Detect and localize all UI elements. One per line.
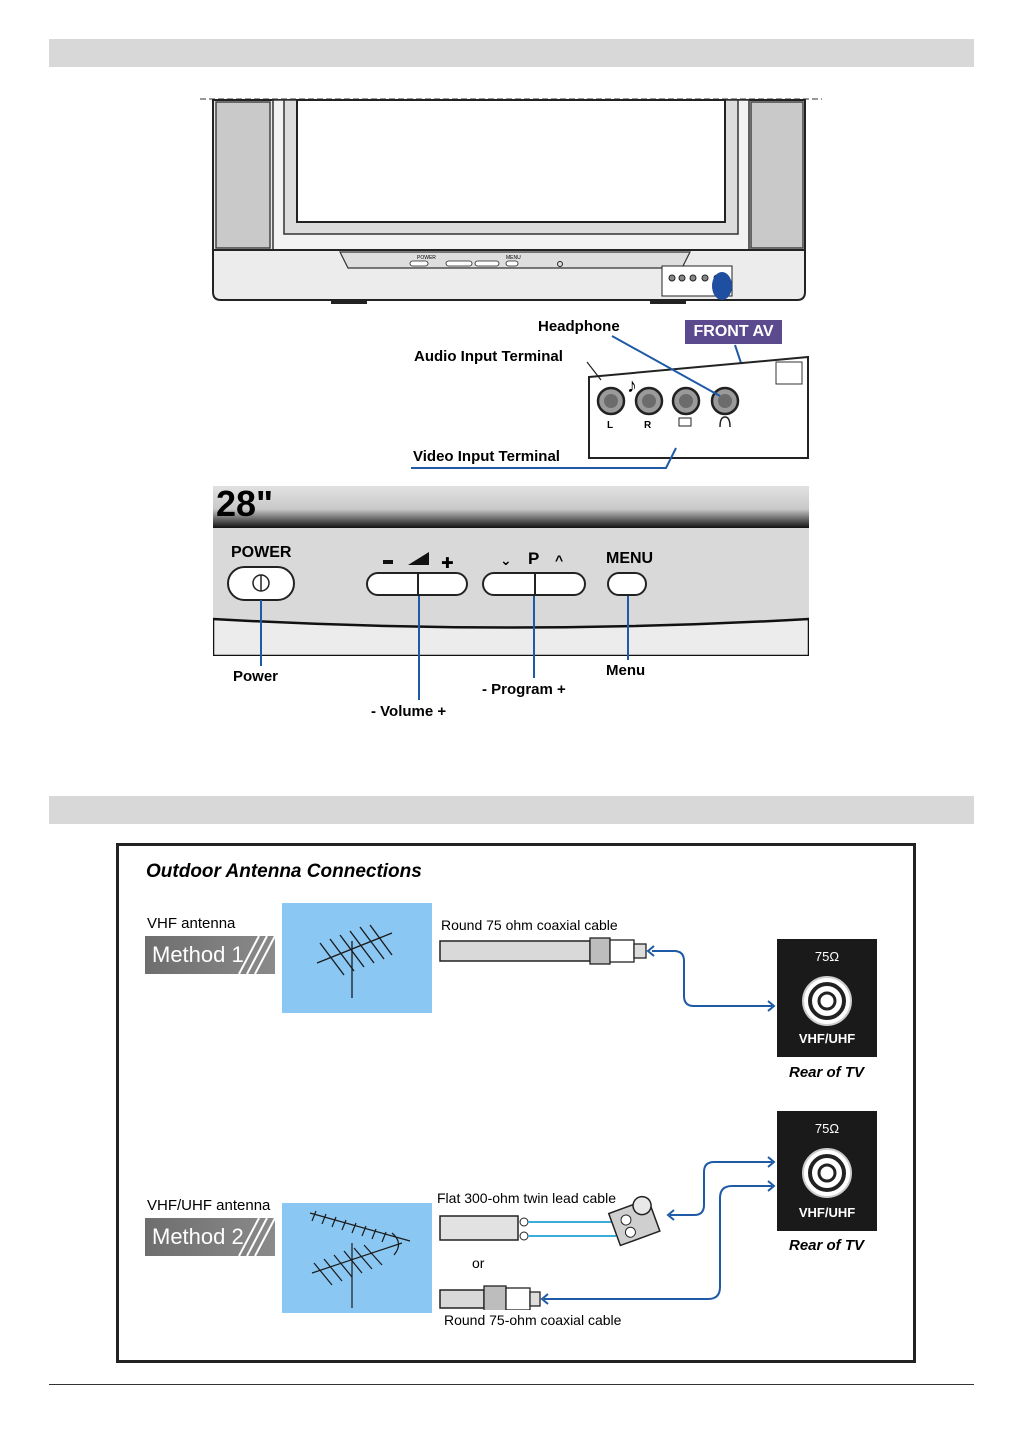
rf-jack-icon: [802, 976, 852, 1026]
program-button[interactable]: [482, 572, 586, 596]
program-down-icon: ⌄: [500, 552, 512, 568]
method2-rear-label: Rear of TV: [789, 1237, 865, 1254]
video-input-callout-label: Video Input Terminal: [413, 448, 560, 465]
method1-ohm-label: 75Ω: [814, 949, 840, 964]
method1-rear-label: Rear of TV: [789, 1064, 865, 1081]
panel-power-label: POWER: [231, 544, 292, 561]
tv-menu-text: MENU: [506, 255, 521, 261]
method1-antenna-sky: [282, 903, 432, 1013]
power-button[interactable]: [227, 566, 295, 601]
rf-jack-icon: [802, 1148, 852, 1198]
front-av-panel-closeup: ♪ L R: [586, 335, 809, 469]
method2-band-label: VHF/UHF: [798, 1205, 856, 1220]
method1-antenna-label: VHF antenna: [147, 915, 236, 932]
panel-menu-label: MENU: [606, 550, 654, 567]
method1-tag: Method 1: [145, 936, 275, 974]
antenna-title: Outdoor Antenna Connections: [146, 861, 422, 882]
method2-rf-jack-panel: 75Ω VHF/UHF: [777, 1111, 877, 1231]
control-panel-body: [213, 528, 809, 656]
section-header-bar-bottom: [49, 796, 974, 824]
volume-wedge-icon: [408, 552, 429, 565]
control-callout-lines: [260, 596, 629, 700]
menu-callout-label: Menu: [606, 662, 646, 679]
antenna-connections-box: [116, 843, 916, 1363]
front-av-badge: FRONT AV: [685, 320, 782, 344]
method1-band-label: VHF/UHF: [798, 1031, 856, 1046]
menu-button[interactable]: [607, 572, 647, 596]
volume-minus-icon: [383, 560, 393, 564]
method2-tag: Method 2: [145, 1218, 275, 1256]
vhf-uhf-antenna-icon: [309, 1210, 411, 1308]
method2-antenna-sky: [282, 1203, 432, 1313]
power-callout-label: Power: [233, 668, 279, 685]
jack-label-r: R: [644, 420, 652, 431]
video-input-underline: [411, 467, 587, 469]
method1-rf-jack-panel: 75Ω VHF/UHF: [777, 939, 877, 1057]
method2-or-label: or: [472, 1255, 485, 1271]
volume-callout-label: - Volume +: [371, 703, 447, 720]
method2-flat-cable-label: Flat 300-ohm twin lead cable: [437, 1190, 616, 1206]
footer-rule: [49, 1384, 974, 1385]
tv-power-text: POWER: [417, 255, 436, 261]
tv-front-illustration: POWER MENU: [200, 98, 822, 304]
size-badge: 28": [216, 483, 274, 524]
volume-plus-icon: ✚: [441, 555, 454, 572]
headphone-callout-label: Headphone: [538, 318, 620, 335]
jack-label-l: L: [607, 420, 613, 431]
volume-button[interactable]: [366, 572, 468, 596]
method2-tag-text: Method 2: [152, 1224, 244, 1249]
program-p-symbol: P: [528, 549, 540, 568]
method2-round-cable-label: Round 75-ohm coaxial cable: [444, 1312, 622, 1328]
method2-ohm-label: 75Ω: [814, 1121, 840, 1136]
control-panel-header: 28": [213, 483, 809, 528]
method1-tag-text: Method 1: [152, 942, 244, 967]
program-up-icon: ^: [555, 552, 564, 568]
power-icon: [252, 574, 270, 592]
section-header-bar-top: [49, 39, 974, 67]
front-av-text: FRONT AV: [693, 323, 774, 340]
program-callout-label: - Program +: [482, 681, 566, 698]
svg-text:♪: ♪: [627, 375, 637, 397]
method1-cable-label: Round 75 ohm coaxial cable: [441, 917, 618, 933]
method2-cable-diagram: [439, 1156, 776, 1310]
method1-cable-diagram: [439, 937, 776, 1012]
method2-antenna-label: VHF/UHF antenna: [147, 1197, 271, 1214]
vhf-antenna-icon: [316, 924, 393, 998]
audio-input-callout-label: Audio Input Terminal: [414, 348, 563, 365]
